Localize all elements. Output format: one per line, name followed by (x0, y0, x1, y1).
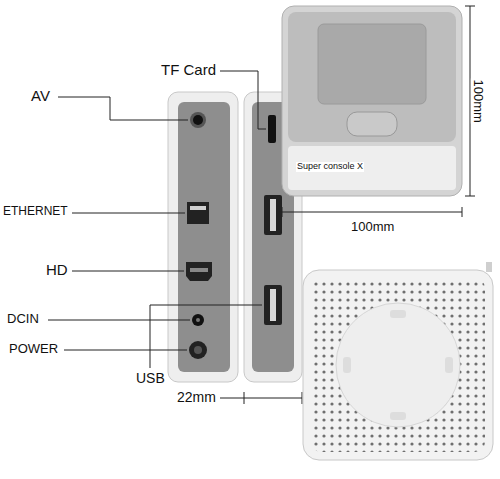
dimension-label: 100mm (470, 78, 484, 123)
leader-line (58, 97, 188, 120)
port-label: HD (45, 262, 69, 279)
leader-line (48, 320, 190, 321)
foot-tab (343, 357, 351, 373)
side-housing (168, 92, 238, 382)
usb-port (264, 285, 282, 325)
vent-holes (311, 278, 485, 452)
console-bottom (303, 270, 493, 460)
front-band (288, 146, 456, 190)
leader-line (64, 350, 187, 351)
av-jack (193, 115, 203, 125)
center-foot (336, 303, 460, 427)
foot-tab (390, 412, 406, 420)
top-plate (288, 12, 456, 142)
port-label: TF Card (160, 62, 217, 79)
dimension-tick (462, 207, 463, 217)
port-label: POWER (8, 342, 59, 356)
port-label: USB (135, 371, 166, 386)
hdmi-tongue (190, 268, 208, 272)
power-button (189, 341, 207, 359)
leader-line (72, 271, 184, 272)
port-label: AV (30, 88, 51, 105)
brand-text: Super console X (296, 162, 364, 172)
dc-jack (192, 314, 204, 326)
usb-tongue (270, 289, 276, 321)
dimension-label: 22mm (176, 390, 217, 405)
hdmi-port (186, 262, 212, 281)
corner-tab (486, 262, 492, 272)
leader-line (150, 305, 262, 368)
usb-tongue (270, 199, 276, 231)
leader-line (72, 213, 185, 214)
console-top (282, 6, 462, 196)
foot-tab (445, 357, 453, 373)
cartridge-lid (318, 24, 426, 104)
dc-pin (196, 318, 200, 322)
port-panel (178, 102, 230, 372)
av-jack-ring (190, 112, 206, 128)
top-button (347, 112, 397, 136)
dimension-tick (465, 196, 475, 197)
power-button-cap (194, 346, 202, 354)
dimension-label: 100mm (350, 220, 395, 234)
dimension-tick (465, 6, 475, 7)
leader-line (220, 71, 266, 129)
port-label: DCIN (6, 312, 40, 326)
usb-port (264, 195, 282, 235)
dimension-tick (302, 392, 303, 404)
foot-tab (390, 310, 406, 318)
tf-card-slot (268, 115, 276, 143)
ethernet-pins (190, 206, 206, 210)
dimension-tick (282, 207, 283, 217)
dimension-line (220, 398, 302, 399)
port-label: ETHERNET (2, 205, 69, 218)
ethernet-port (187, 202, 209, 224)
dimension-line (282, 212, 462, 213)
dimension-tick (244, 392, 245, 404)
